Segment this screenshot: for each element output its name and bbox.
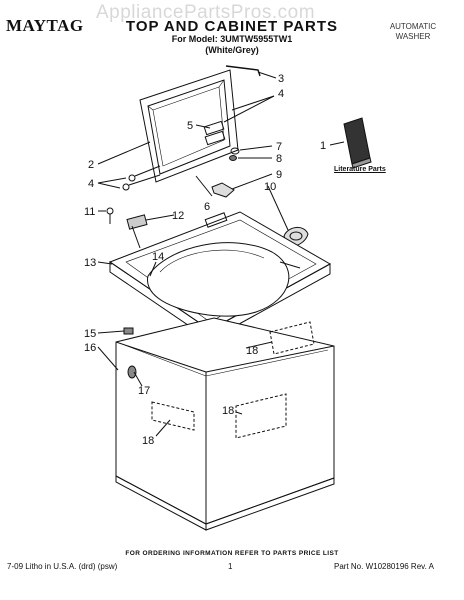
callout-12: 12 — [172, 210, 184, 222]
lid-outer — [139, 69, 239, 183]
callout-4-left: 4 — [88, 178, 94, 190]
color-line: (White/Grey) — [205, 45, 259, 55]
callout-18-left: 18 — [142, 435, 154, 447]
product-type: AUTOMATIC WASHER — [380, 22, 446, 42]
callout-2: 2 — [88, 159, 94, 171]
callout-9: 9 — [276, 169, 282, 181]
model-line: For Model: 3UMTW5955TW1 — [171, 34, 293, 44]
print-info: 7-09 Litho in U.S.A. (drd) (psw) — [7, 562, 118, 571]
callout-17: 17 — [138, 385, 150, 397]
callout-11: 11 — [84, 206, 95, 218]
product-type-line-1: AUTOMATIC — [389, 22, 437, 31]
callout-4-top: 4 — [278, 88, 284, 100]
literature-parts-label: Literature Parts — [334, 166, 386, 173]
lid-inner — [147, 79, 231, 175]
callout-18-right: 18 — [246, 345, 258, 357]
lid-hinge-rod — [225, 65, 261, 77]
callout-14: 14 — [152, 251, 164, 263]
callout-6: 6 — [204, 201, 210, 213]
callout-16: 16 — [84, 342, 96, 354]
callout-8: 8 — [276, 153, 282, 165]
part-number: Part No. W10280196 Rev. A — [334, 562, 434, 571]
callout-13: 13 — [84, 257, 96, 269]
page-title: TOP AND CABINET PARTS — [125, 18, 339, 35]
callout-1: 1 — [320, 140, 326, 152]
watermark: AppliancePartsPros.com — [96, 2, 316, 23]
brand-logo: MAYTAG — [6, 16, 84, 35]
callout-3: 3 — [278, 73, 284, 85]
callout-15: 15 — [84, 328, 96, 340]
callout-18-mid: 18 — [222, 405, 234, 417]
callout-10: 10 — [264, 181, 276, 193]
callout-7: 7 — [276, 141, 282, 153]
tub-opening — [147, 242, 290, 317]
ordering-note: FOR ORDERING INFORMATION REFER TO PARTS … — [125, 550, 339, 557]
page-number: 1 — [228, 562, 233, 571]
callout-5: 5 — [187, 120, 193, 132]
product-type-line-2: WASHER — [395, 32, 431, 41]
